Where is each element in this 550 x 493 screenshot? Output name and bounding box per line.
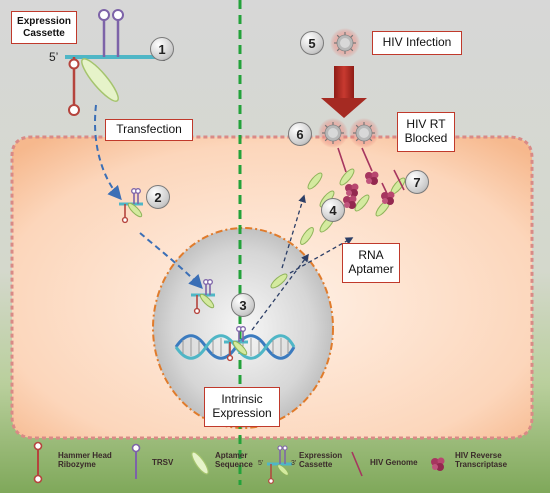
- step-7-badge: 7: [405, 170, 429, 194]
- step-3-badge: 3: [231, 293, 255, 317]
- step-4-badge: 4: [321, 198, 345, 222]
- transfection-arrow: [94, 104, 122, 201]
- step-5-badge: 5: [300, 31, 324, 55]
- step-6-badge: 6: [288, 122, 312, 146]
- virus-membrane-2: [348, 117, 380, 149]
- legend-hammerhead: Hammer Head Ribozyme: [58, 451, 112, 470]
- infection-arrow-shaft: [334, 66, 354, 100]
- legend-trsv: TRSV: [152, 458, 174, 467]
- rna-aptamer-label: RNA Aptamer: [342, 243, 400, 283]
- legend-hiv-rt: HIV Reverse Transcriptase: [455, 451, 508, 470]
- legend-hiv-genome: HIV Genome: [370, 458, 418, 467]
- export-arrows: [251, 194, 354, 331]
- hiv-infection-label: HIV Infection: [372, 31, 462, 55]
- legend-cassette: Expression Cassette: [299, 451, 343, 470]
- intrinsic-expression-label: Intrinsic Expression: [204, 387, 280, 427]
- nuclear-entry-arrow: [139, 232, 203, 290]
- expression-cassette-label: Expression Cassette: [11, 11, 77, 44]
- aptamer-nucleus: [270, 273, 288, 289]
- step-1-badge: 1: [150, 37, 174, 61]
- legend-cassette-3prime: 3’: [291, 460, 297, 467]
- step-2-badge: 2: [146, 185, 170, 209]
- virus-infection: [329, 27, 361, 59]
- hiv-rt-blocked-label: HIV RT Blocked: [397, 112, 455, 152]
- legend-items: [33, 441, 445, 484]
- legend-cassette-5prime: 5’: [258, 460, 264, 467]
- five-prime-label: 5’: [49, 50, 59, 64]
- legend-aptamer: Aptamer Sequence: [215, 451, 253, 470]
- expression-cassette-top: [65, 9, 160, 116]
- virus-membrane-1: [317, 117, 349, 149]
- transfection-label: Transfection: [105, 119, 193, 141]
- infection-arrow-head: [321, 98, 367, 118]
